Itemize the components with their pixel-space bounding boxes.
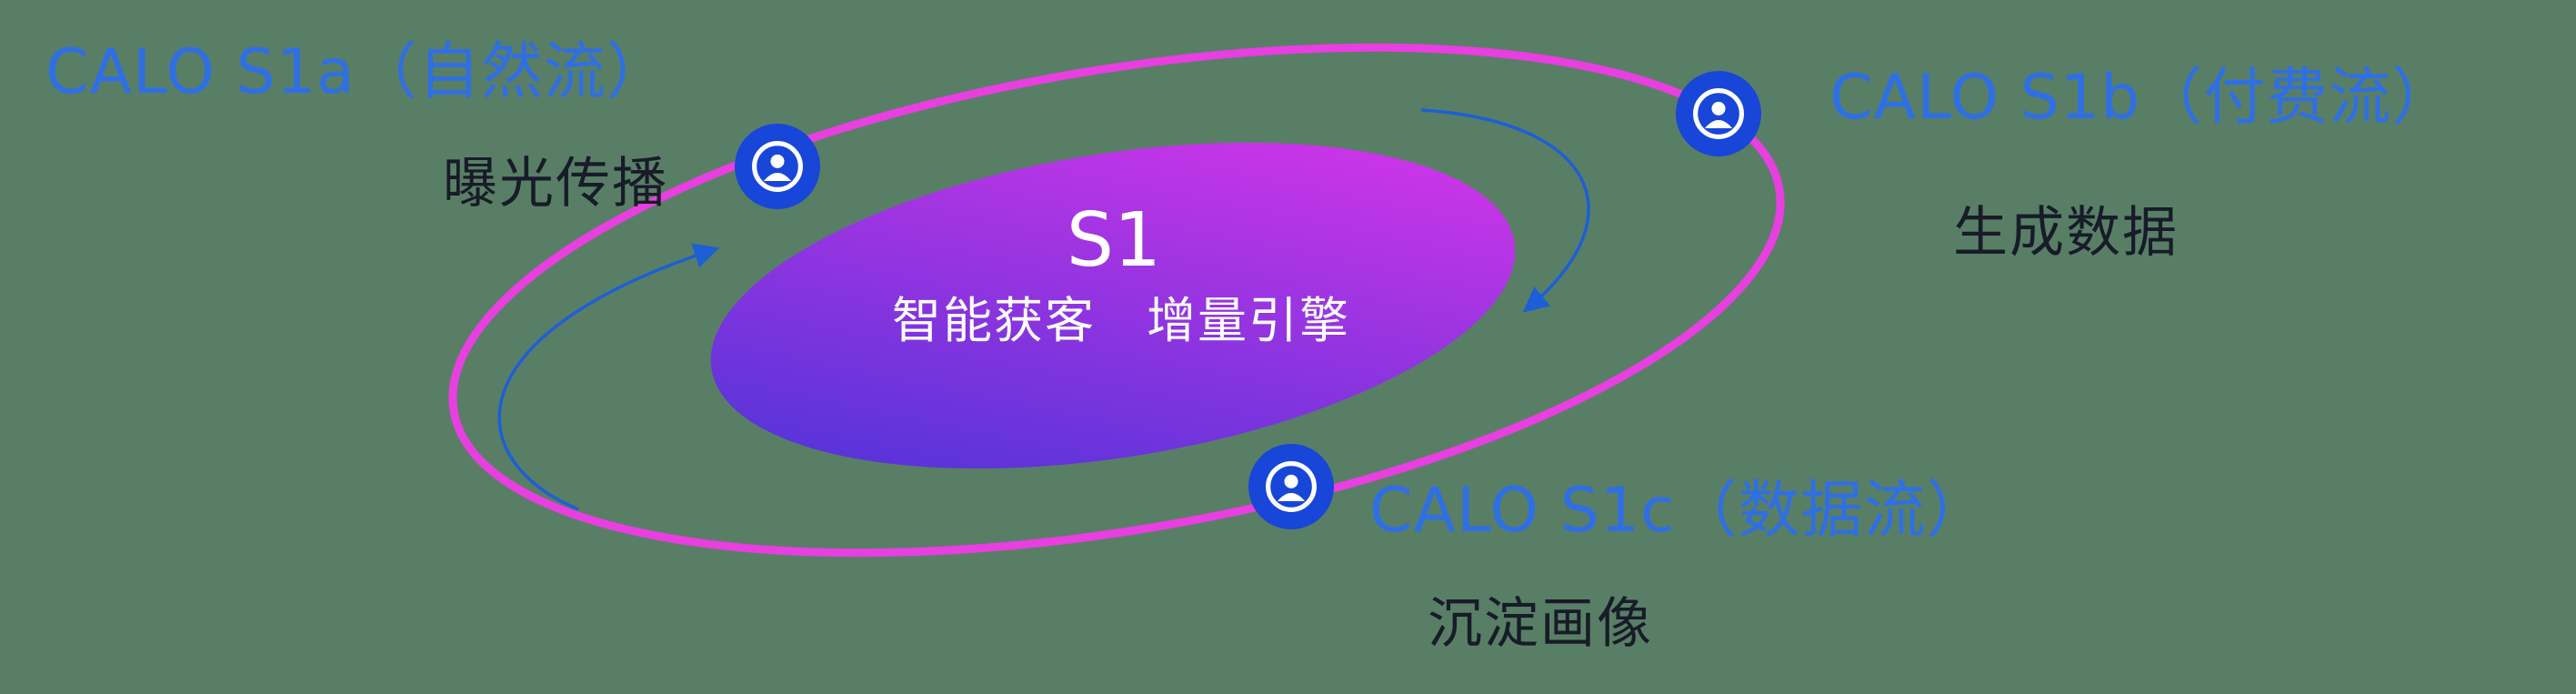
node-s1c xyxy=(1248,444,1334,529)
node-s1a-title: CALO S1a（自然流） xyxy=(45,36,669,108)
core-ellipse xyxy=(710,142,1516,469)
node-s1b-title: CALO S1b（付费流） xyxy=(1829,62,2455,134)
arrow-left xyxy=(497,243,720,511)
person-icon xyxy=(735,124,820,209)
node-s1b-subtitle: 生成数据 xyxy=(1953,201,2179,265)
arrow-top-right xyxy=(1420,108,1590,313)
person-icon xyxy=(1676,71,1761,156)
node-s1c-title: CALO S1c（数据流） xyxy=(1369,475,1990,547)
node-s1c-subtitle: 沉淀画像 xyxy=(1428,592,1653,656)
core-title: S1 xyxy=(1066,197,1162,284)
orbit-ring xyxy=(448,43,1785,558)
node-s1a-subtitle: 曝光传播 xyxy=(443,152,668,216)
core-subtitle: 智能获客 增量引擎 xyxy=(892,292,1350,349)
person-icon xyxy=(1248,444,1334,529)
node-s1b xyxy=(1676,71,1761,156)
node-s1a xyxy=(735,124,820,209)
